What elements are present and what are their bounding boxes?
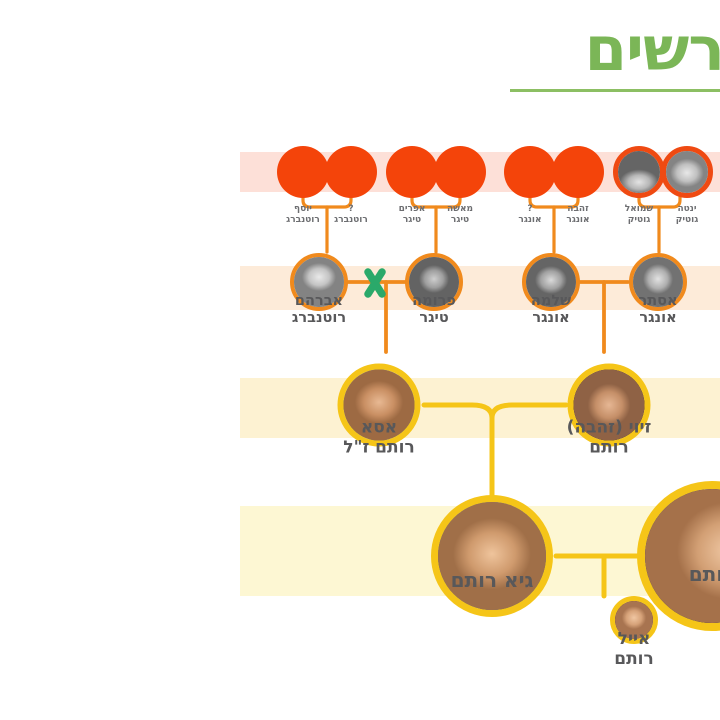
portrait-image [573,369,645,441]
person-name-line2: אונגר [518,214,542,225]
person-node-gen1-5[interactable]: זהבה אונגר [552,146,604,225]
person-label: פרומה טיגר [412,293,456,327]
person-name-line1: שלמה [530,293,572,309]
person-node-gen2-2[interactable]: שלמה אונגר [522,253,580,326]
avatar-photo[interactable] [405,253,463,311]
person-name-line1: אפרים [398,204,426,214]
avatar-photo[interactable] [629,253,687,311]
portrait-image [615,601,653,639]
portrait-image [666,151,708,193]
portrait-image [526,257,576,307]
person-node-gen1-2[interactable]: אפרים טיגר [386,146,438,225]
person-label: יוסף רוטנברג [286,204,320,225]
person-label: ? רוטנברג [334,204,368,225]
portrait-image [618,151,660,193]
person-node-gen4-0[interactable]: גיא רותם [431,495,553,617]
avatar[interactable] [325,146,377,198]
person-name-line2: גוטיק [675,214,699,225]
person-node-gen2-3[interactable]: אסתר אונגר [629,253,687,326]
avatar[interactable] [434,146,486,198]
person-name-line2: אונגר [639,310,677,327]
avatar-photo[interactable] [567,363,651,447]
portrait-image [294,257,344,307]
person-node-gen1-3[interactable]: מאשה טיגר [434,146,486,225]
person-name-line1: ינטה [677,204,697,214]
avatar-photo[interactable] [613,146,665,198]
avatar-photo[interactable] [290,253,348,311]
person-label: מאשה טיגר [447,204,473,225]
person-name-line1: אייל [617,629,651,649]
person-label: זיוי (זהבה) רותם [567,418,652,458]
person-node-gen4-2[interactable]: אייל רותם [610,596,658,669]
divorce-x-marker [364,268,386,298]
person-label: אפרים טיגר [399,204,426,225]
person-name-line1: פרומה [412,293,456,309]
portrait-image [438,502,546,610]
person-label: אסא רותם ז"ל [343,418,414,458]
person-name-line1: מאשה [446,204,474,214]
person-node-gen3-0[interactable]: אסא רותם ז"ל [337,363,421,458]
person-label: שמואל גוטיק [625,204,653,225]
avatar[interactable] [552,146,604,198]
person-name-line1: אברהם [294,293,344,309]
avatar-photo[interactable] [431,495,553,617]
person-name-line2: רותם [589,437,629,458]
person-name-line1: רותם [688,562,720,586]
person-node-gen3-1[interactable]: זיוי (זהבה) רותם [567,363,651,458]
person-name-line2: רותם [614,649,654,670]
person-name-line1: יוסף [294,204,312,214]
person-name-line1: ? [348,204,354,214]
person-label: אברהם רוטנברג [292,293,346,327]
avatar[interactable] [277,146,329,198]
person-name-line2: רוטנברג [286,214,320,225]
portrait-image [633,257,683,307]
person-node-gen1-6[interactable]: שמואל גוטיק [613,146,665,225]
avatar-photo[interactable] [661,146,713,198]
person-node-gen1-1[interactable]: ? רוטנברג [325,146,377,225]
person-name-line2: אונגר [566,214,590,225]
person-name-line1: זיוי (זהבה) [566,417,652,438]
person-name-line2: אונגר [532,310,570,327]
person-name-line1: ? [527,204,533,214]
person-node-gen1-0[interactable]: יוסף רוטנברג [277,146,329,225]
portrait-image [343,369,415,441]
person-label: שלמה אונגר [531,293,571,327]
avatar-photo[interactable] [610,596,658,644]
person-name-line1: אסא [360,417,398,438]
person-node-gen1-7[interactable]: ינטה גוטיק [661,146,713,225]
person-name-line1: שמואל [624,204,654,214]
person-name-line1: גיא רותם [450,568,534,592]
avatar[interactable] [504,146,556,198]
portrait-image [409,257,459,307]
avatar[interactable] [386,146,438,198]
person-name-line2: טיגר [450,214,470,225]
person-node-gen2-0[interactable]: אברהם רוטנברג [290,253,348,326]
person-name-line2: טיגר [419,310,449,327]
person-label: ינטה גוטיק [676,204,699,225]
avatar-photo[interactable] [337,363,421,447]
person-label: אסתר אונגר [638,293,677,327]
person-label: גיא רותם [450,568,534,593]
page-title: רשים [584,14,720,85]
person-name-line2: רוטנברג [334,214,368,225]
avatar-photo[interactable] [522,253,580,311]
person-label: רותם [688,562,720,587]
person-name-line2: רוטנברג [291,310,347,327]
person-name-line1: אסתר [638,293,678,309]
person-label: ? אונגר [518,204,541,225]
person-name-line2: טיגר [402,214,422,225]
person-node-gen1-4[interactable]: ? אונגר [504,146,556,225]
person-label: זהבה אונגר [566,204,589,225]
person-name-line2: גוטיק [627,214,651,225]
title-underline [510,89,720,92]
person-node-gen2-1[interactable]: פרומה טיגר [405,253,463,326]
person-name-line1: זהבה [567,204,589,214]
person-label: אייל רותם [614,629,654,669]
portrait-image [645,489,720,623]
person-name-line2: רותם ז"ל [343,437,415,458]
